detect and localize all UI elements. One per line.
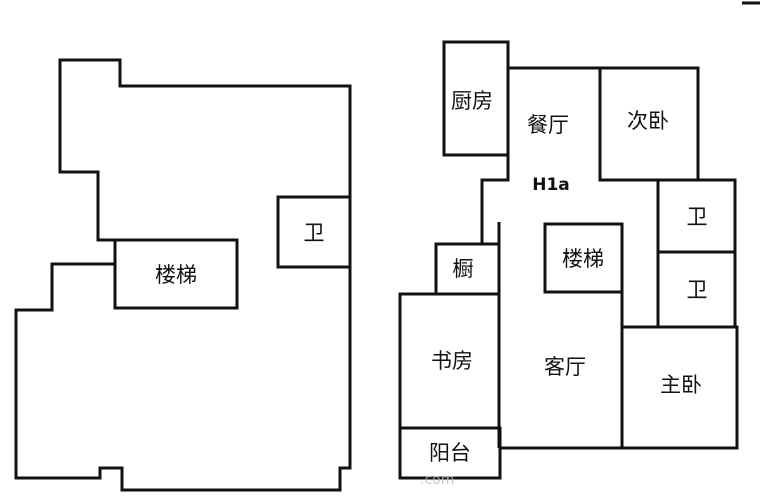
upper-stairs-room [113, 238, 239, 310]
upper-bathroom-label: 卫 [304, 221, 325, 245]
dining-label: 餐厅 [527, 113, 569, 137]
upper-stairs-label: 楼梯 [155, 263, 197, 287]
cabinet-label: 橱 [453, 257, 474, 281]
upper-floor-plan: 楼梯 卫 [14, 58, 352, 492]
study-label: 书房 [431, 349, 473, 373]
balcony-room [398, 426, 502, 480]
kitchen-label: 厨房 [451, 89, 493, 113]
unit-code-label: H1a [532, 175, 570, 195]
bathroom-2-label: 卫 [687, 278, 708, 302]
second-bedroom-room [598, 66, 700, 182]
bathroom-1-label: 卫 [687, 205, 708, 229]
upper-bathroom-room [276, 195, 352, 269]
second-bedroom-label: 次卧 [627, 109, 669, 133]
watermark-text: .com [420, 472, 454, 488]
lower-stairs-label: 楼梯 [562, 247, 604, 271]
master-bedroom-room [620, 325, 739, 450]
living-label: 客厅 [544, 355, 586, 379]
master-bedroom-label: 主卧 [660, 373, 702, 397]
balcony-label: 阳台 [429, 441, 471, 465]
kitchen-room [442, 40, 510, 157]
lower-floor-plan: 厨房 餐厅 H1a 次卧 卫 卫 楼梯 橱 书房 客厅 主卧 阳台 [398, 40, 739, 480]
